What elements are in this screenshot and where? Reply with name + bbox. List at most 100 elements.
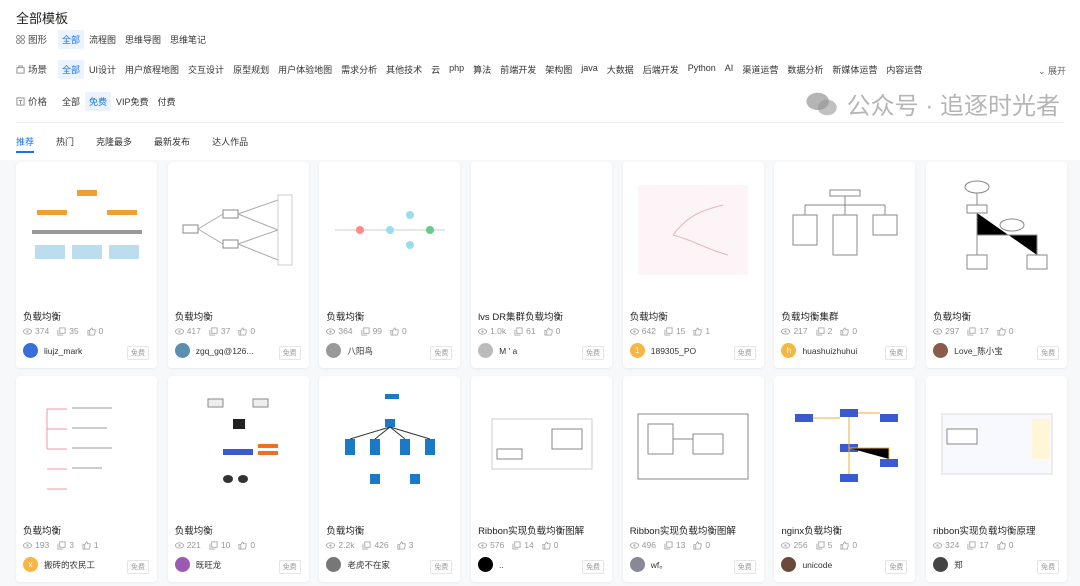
filter-option[interactable]: 全部 (62, 96, 81, 107)
template-thumbnail[interactable] (774, 162, 915, 298)
avatar[interactable] (478, 343, 494, 358)
template-thumbnail[interactable] (16, 162, 157, 298)
author-name[interactable]: liujz_mark (44, 345, 83, 356)
author-name[interactable]: 八阳鸟 (347, 345, 373, 356)
filter-option[interactable]: 思维导图 (125, 34, 162, 45)
card-title[interactable]: 负载均衡 (23, 312, 62, 323)
template-thumbnail[interactable] (623, 376, 764, 512)
filter-option[interactable]: VIP免费 (116, 96, 149, 107)
template-thumbnail[interactable] (16, 376, 157, 512)
author[interactable]: unicode (781, 557, 832, 572)
author-name[interactable]: M ' a (499, 345, 518, 356)
filter-option[interactable]: 前端开发 (500, 64, 537, 75)
author[interactable]: h huashuizhuhui (781, 343, 857, 358)
template-thumbnail[interactable] (168, 162, 309, 298)
tab-sort[interactable]: 最新发布 (154, 137, 191, 147)
filter-option[interactable]: 渠道运营 (742, 64, 779, 75)
card-title[interactable]: ribbon实现负载均衡原理 (933, 526, 1036, 537)
filter-option[interactable]: 需求分析 (341, 64, 378, 75)
tab-sort[interactable]: 达人作品 (212, 137, 249, 147)
author[interactable]: .. (478, 557, 504, 572)
author-name[interactable]: unicode (802, 559, 833, 570)
author-name[interactable]: 郑 (954, 559, 963, 570)
filter-option[interactable]: 流程图 (89, 34, 117, 45)
filter-option[interactable]: java (581, 62, 598, 73)
author[interactable]: zgq_gq@126... (174, 343, 254, 358)
filter-option[interactable]: 后端开发 (642, 64, 679, 75)
avatar[interactable] (326, 343, 342, 358)
author[interactable]: 八阳鸟 (326, 343, 373, 358)
card-title[interactable]: lvs DR集群负载均衡 (478, 312, 564, 323)
filter-option[interactable]: 架构图 (545, 64, 573, 75)
author-name[interactable]: huashuizhuhui (802, 345, 858, 356)
template-thumbnail[interactable] (168, 376, 309, 512)
filter-option[interactable]: 用户体验地图 (278, 64, 333, 75)
avatar[interactable]: 1 (629, 343, 645, 358)
card-title[interactable]: 负载均衡 (174, 526, 213, 537)
filter-option[interactable]: 原型规划 (233, 64, 270, 75)
avatar[interactable] (933, 557, 949, 572)
avatar[interactable]: h (781, 343, 797, 358)
avatar[interactable] (933, 343, 949, 358)
filter-option[interactable]: 其他技术 (386, 64, 423, 75)
card-title[interactable]: 负载均衡 (326, 312, 365, 323)
filter-option[interactable]: 云 (431, 64, 441, 75)
card-title[interactable]: Ribbon实现负载均衡图解 (478, 526, 585, 537)
filter-option[interactable]: 思维笔记 (170, 34, 207, 45)
filter-option[interactable]: 免费 (85, 91, 112, 111)
author[interactable]: 郑 (933, 557, 963, 572)
filter-option[interactable]: AI (724, 62, 734, 73)
author[interactable]: 1 189305_PO (629, 343, 697, 358)
template-thumbnail[interactable] (471, 376, 612, 512)
avatar[interactable] (174, 343, 190, 358)
filter-option[interactable]: 交互设计 (188, 64, 225, 75)
template-thumbnail[interactable] (926, 376, 1067, 512)
avatar[interactable] (23, 343, 38, 358)
author-name[interactable]: zgq_gq@126... (195, 345, 254, 356)
filter-option[interactable]: 算法 (473, 64, 492, 75)
author-name[interactable]: 老虎不在家 (347, 559, 390, 570)
tab-sort[interactable]: 克隆最多 (96, 137, 133, 147)
filter-option[interactable]: php (449, 62, 465, 73)
filter-option[interactable]: 大数据 (606, 64, 634, 75)
card-title[interactable]: 负载均衡 (326, 526, 365, 537)
author-name[interactable]: 既旺龙 (195, 559, 222, 570)
template-thumbnail[interactable] (926, 162, 1067, 298)
card-title[interactable]: 负载均衡 (23, 526, 62, 537)
tab-sort[interactable]: 推荐 (16, 135, 35, 153)
filter-option[interactable]: UI设计 (89, 64, 117, 75)
author[interactable]: liujz_mark (23, 343, 82, 358)
card-title[interactable]: 负载均衡 (174, 312, 213, 323)
filter-option[interactable]: 新媒体运营 (832, 64, 878, 75)
author[interactable]: Love_陈小宝 (933, 343, 1003, 358)
filter-option[interactable]: 全部 (58, 29, 85, 49)
author-name[interactable]: .. (499, 559, 504, 570)
author[interactable]: 既旺龙 (174, 557, 222, 572)
template-thumbnail[interactable] (319, 162, 460, 298)
filter-option[interactable]: Python (687, 62, 716, 73)
template-thumbnail[interactable] (623, 162, 764, 298)
avatar[interactable] (478, 557, 494, 572)
filter-option[interactable]: 内容运营 (886, 64, 923, 75)
tab-sort[interactable]: 热门 (56, 137, 75, 147)
author[interactable]: M ' a (478, 343, 517, 358)
template-thumbnail[interactable] (471, 162, 612, 298)
avatar[interactable] (326, 557, 342, 572)
avatar[interactable] (174, 557, 190, 572)
author-name[interactable]: 189305_PO (650, 345, 697, 356)
author[interactable]: 老虎不在家 (326, 557, 390, 572)
card-title[interactable]: Ribbon实现负载均衡图解 (629, 526, 736, 537)
filter-option[interactable]: 数据分析 (787, 64, 824, 75)
